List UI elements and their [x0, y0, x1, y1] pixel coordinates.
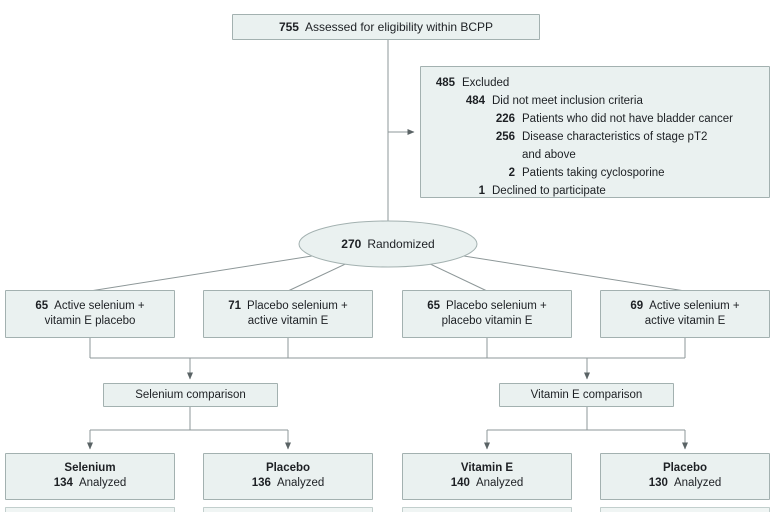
cutoff-box: [402, 507, 572, 512]
excluded-label: Declined to participate: [492, 185, 606, 197]
arm-label-line2: active vitamin E: [247, 315, 329, 327]
arm-label-line1: Placebo selenium +: [446, 300, 547, 312]
arm-count: 65: [427, 300, 441, 312]
arm-box-active-selenium-active-e: 69 Active selenium + active vitamin E: [600, 290, 770, 338]
excluded-label: Did not meet inclusion criteria: [492, 95, 643, 107]
arm-box-placebo-selenium-placebo-e: 65 Placebo selenium + placebo vitamin E: [402, 290, 572, 338]
comparison-label: Selenium comparison: [135, 388, 246, 401]
eligibility-box: 755 Assessed for eligibility within BCPP: [232, 14, 540, 40]
excluded-label: Excluded: [462, 77, 510, 89]
excluded-label: Disease characteristics of stage pT2 and…: [522, 131, 708, 161]
analyzed-group: Placebo: [265, 462, 311, 474]
arm-box-placebo-selenium-active-e: 71 Placebo selenium + active vitamin E: [203, 290, 373, 338]
arm-count: 69: [630, 300, 644, 312]
eligibility-count: 755: [278, 19, 299, 34]
excluded-count: 256: [495, 131, 515, 143]
analyzed-label: Analyzed: [673, 477, 722, 489]
eligibility-label: Assessed for eligibility within BCPP: [304, 19, 494, 34]
excluded-row: 1 Declined to participate: [431, 182, 759, 200]
analyzed-label: Analyzed: [78, 477, 127, 489]
cutoff-box: [203, 507, 373, 512]
excluded-count: 1: [478, 185, 485, 197]
randomized-text: Randomized: [367, 237, 435, 251]
arm-count: 65: [35, 300, 49, 312]
randomized-label: 270 Randomized: [299, 230, 477, 258]
arm-label-line1: Active selenium +: [649, 300, 740, 312]
randomized-ellipse: [298, 220, 478, 268]
excluded-row: 2 Patients taking cyclosporine: [431, 164, 759, 182]
excluded-row: 485 Excluded: [431, 74, 759, 92]
selenium-comparison-box: Selenium comparison: [103, 383, 278, 407]
analyzed-group: Vitamin E: [460, 462, 514, 474]
analyzed-box-vitamin-e: Vitamin E 140 Analyzed: [402, 453, 572, 500]
arm-count: 71: [228, 300, 242, 312]
excluded-row: 484 Did not meet inclusion criteria: [431, 92, 759, 110]
excluded-count: 484: [465, 95, 485, 107]
analyzed-box-selenium: Selenium 134 Analyzed: [5, 453, 175, 500]
vitamin-e-comparison-box: Vitamin E comparison: [499, 383, 674, 407]
analyzed-label: Analyzed: [475, 477, 524, 489]
analyzed-count: 136: [251, 477, 271, 489]
excluded-label: Patients taking cyclosporine: [522, 167, 665, 179]
arm-label-line2: vitamin E placebo: [44, 315, 136, 327]
analyzed-count: 140: [450, 477, 470, 489]
analyzed-label: Analyzed: [276, 477, 325, 489]
excluded-row: 256 Disease characteristics of stage pT2…: [431, 128, 759, 164]
analyzed-box-vitamin-e-placebo: Placebo 130 Analyzed: [600, 453, 770, 500]
comparison-label: Vitamin E comparison: [530, 388, 643, 401]
excluded-label: Patients who did not have bladder cancer: [522, 113, 733, 125]
arm-label-line1: Placebo selenium +: [247, 300, 348, 312]
excluded-count: 226: [495, 113, 515, 125]
cutoff-box: [5, 507, 175, 512]
excluded-row: 226 Patients who did not have bladder ca…: [431, 110, 759, 128]
analyzed-count: 134: [53, 477, 73, 489]
analyzed-group: Selenium: [64, 462, 116, 474]
arm-box-active-selenium-placebo-e: 65 Active selenium + vitamin E placebo: [5, 290, 175, 338]
arm-label-line2: active vitamin E: [644, 315, 726, 327]
excluded-box: 485 Excluded 484 Did not meet inclusion …: [420, 66, 770, 198]
excluded-count: 2: [508, 167, 515, 179]
excluded-count: 485: [435, 77, 455, 89]
analyzed-box-selenium-placebo: Placebo 136 Analyzed: [203, 453, 373, 500]
analyzed-count: 130: [648, 477, 668, 489]
arm-label-line2: placebo vitamin E: [441, 315, 533, 327]
cutoff-box: [600, 507, 770, 512]
randomized-count: 270: [341, 237, 362, 251]
analyzed-group: Placebo: [662, 462, 708, 474]
arm-label-line1: Active selenium +: [54, 300, 145, 312]
